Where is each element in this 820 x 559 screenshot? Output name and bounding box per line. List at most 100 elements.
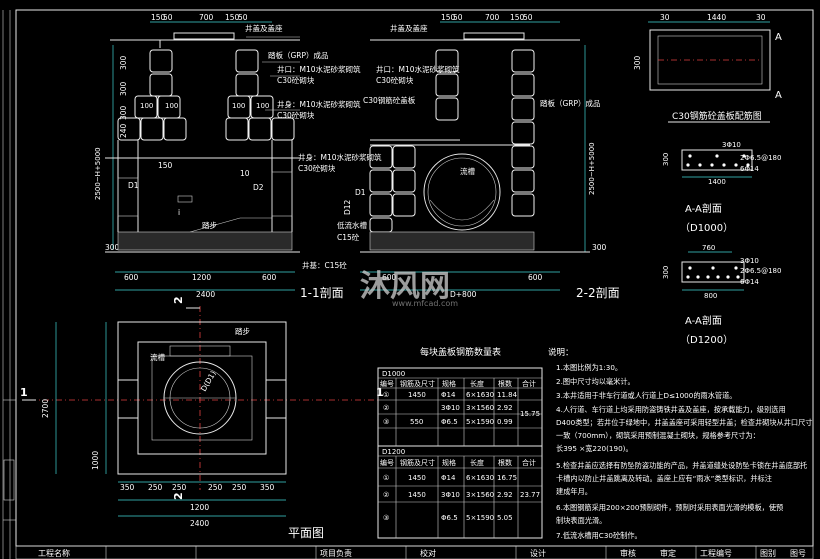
s2-label-bed: 低流水槽 bbox=[337, 220, 367, 230]
slab-dim-1: 1440 bbox=[707, 13, 726, 22]
note-line-11: 制块表面光滑。 bbox=[556, 516, 606, 525]
s2-label-frame: 井盖及盖座 bbox=[390, 23, 428, 33]
s1-botdim-0: 600 bbox=[124, 273, 139, 282]
aa2-width: 800 bbox=[704, 292, 717, 300]
rebar-h-0: 编号 bbox=[380, 379, 394, 388]
r2-0-shape: 1450 bbox=[408, 474, 426, 482]
note-line-9: 建成年月。 bbox=[556, 487, 592, 496]
tb-review: 审核 bbox=[620, 548, 636, 558]
slab-side-dim: 300 bbox=[633, 55, 642, 70]
rebar-h-5: 合计 bbox=[522, 379, 536, 388]
r1-1-len: 3×1560 bbox=[466, 404, 494, 412]
r1-0-wt: 11.84 bbox=[497, 391, 518, 399]
slab-mark-bottom: A bbox=[775, 90, 782, 101]
r1-0-shape: 1450 bbox=[408, 391, 426, 399]
notes-title: 说明： bbox=[548, 347, 574, 358]
note-line-6: 长395 ×宽220(190)。 bbox=[556, 444, 633, 453]
s2-title: 2-2剖面 bbox=[576, 286, 620, 300]
s2-side-d1: D1 bbox=[355, 188, 366, 197]
s1-inner-3: 100 bbox=[256, 102, 269, 110]
notes: 说明： 1.本图比例为1:30。 2.图中尺寸均以毫米计。 3.本井适用于非车行… bbox=[548, 347, 812, 540]
plan-botdim-1: 250 bbox=[148, 483, 163, 492]
r1-2-shape: 550 bbox=[410, 418, 423, 426]
drawing-frame bbox=[2, 9, 814, 559]
r2-0-wt: 16.75 bbox=[497, 474, 517, 482]
tb-no: 工程编号 bbox=[700, 548, 732, 558]
r2-1-spec: 3Φ10 bbox=[441, 491, 460, 499]
note-line-5: 一致（700mm），砌筑采用预制混凝土砌块，规格参考尺寸为： bbox=[556, 431, 760, 440]
s1-pipe-d2: D2 bbox=[253, 183, 264, 192]
note-line-10: 6.本图钢筋采用200×200预制砌件，预制时采用表面光滑的模板，使预 bbox=[556, 503, 783, 512]
watermark: 沐风网 www.mfcad.com bbox=[360, 269, 458, 308]
s1-inner-2: 100 bbox=[232, 102, 245, 110]
s1-topdim-4: 50 bbox=[238, 13, 248, 22]
s1-label-mouth1: 井口：M10水泥砂浆砌筑 bbox=[277, 64, 361, 74]
rebar-h-4: 根数 bbox=[498, 379, 512, 388]
title-block: 工程名称 项目负责 校对 设计 审核 审定 工程编号 图别 图号 bbox=[38, 548, 806, 558]
tb-design: 设计 bbox=[530, 548, 546, 558]
r1-1-spec: 3Φ10 bbox=[441, 404, 460, 412]
rebar2-h-0: 编号 bbox=[380, 458, 394, 467]
r2-1-no: ② bbox=[383, 491, 389, 499]
s1-label-bottom: 井基：C15砼 bbox=[302, 260, 347, 270]
r2-2-spec: Φ6.5 bbox=[441, 514, 458, 522]
r2-0-no: ① bbox=[383, 474, 389, 482]
r2-2-wt: 5.05 bbox=[497, 514, 513, 522]
s1-label-mouth2: C30砼砌块 bbox=[277, 75, 315, 85]
r2-2-no: ③ bbox=[383, 514, 389, 522]
plan-view: 踏步 流槽 D(D1) 2700 1000 2 1 2 1 350 250 25… bbox=[20, 296, 384, 540]
s2-label-body1: 井身：M10水泥砂浆砌筑 bbox=[298, 152, 382, 162]
s1-topdim-3: 150 bbox=[225, 13, 240, 22]
aa2-subtitle: （D1200） bbox=[680, 334, 733, 346]
s2-label-mouth2: C30砼砌块 bbox=[376, 75, 414, 85]
aa1-bar-1: 2Φ6.5@180 bbox=[740, 154, 781, 162]
aa2-title: A-A剖面 bbox=[685, 314, 722, 327]
plan-botdim-4: 250 bbox=[232, 483, 247, 492]
s2-side-d12: D12 bbox=[343, 199, 352, 215]
s1-pipe-10: 10 bbox=[240, 169, 250, 178]
r1-0-spec: Φ14 bbox=[441, 391, 456, 399]
r2-1-shape: 1450 bbox=[408, 491, 426, 499]
plan-leftdim-0: 2700 bbox=[41, 399, 50, 418]
aa2-bar-0: 3Φ10 bbox=[740, 257, 759, 265]
watermark-logo: 沐风网 bbox=[360, 269, 450, 304]
plan-botdim-5: 350 bbox=[260, 483, 275, 492]
plan-leftdim-1: 1000 bbox=[91, 451, 100, 470]
s1-pipe-300: 300 bbox=[105, 243, 120, 252]
slab-plan-title: C30钢筋砼盖板配筋图 bbox=[672, 110, 762, 122]
rebar2-h-3: 长度 bbox=[470, 458, 484, 467]
s1-topdim-1: 50 bbox=[163, 13, 173, 22]
r1-1-wt: 2.92 bbox=[497, 404, 513, 412]
r1-2-spec: Φ6.5 bbox=[441, 418, 458, 426]
aa2-top: 760 bbox=[702, 244, 715, 252]
plan-botdim-0: 350 bbox=[120, 483, 135, 492]
s2-total: D+800 bbox=[450, 290, 477, 299]
watermark-url: www.mfcad.com bbox=[392, 299, 458, 308]
tb-lead: 项目负责 bbox=[320, 548, 352, 558]
plan-mark-right: 1 bbox=[376, 386, 384, 399]
plan-mark-left: 1 bbox=[20, 386, 28, 399]
rebar2-h-2: 规格 bbox=[442, 458, 456, 467]
rebar-group2: D1200 bbox=[382, 448, 405, 456]
slab-mark-top: A bbox=[775, 32, 782, 43]
note-line-8: 卡槽内以防止井盖跳离及转动。盖座上应有“雨水”类型标识，并标注 bbox=[556, 474, 772, 483]
r1-2-wt: 0.99 bbox=[497, 418, 513, 426]
s1-label-body1: 井身：M10水泥砂浆砌筑 bbox=[277, 99, 361, 109]
tb-sheet: 图号 bbox=[790, 549, 806, 558]
rebar-h-1: 钢筋及尺寸 bbox=[400, 379, 435, 388]
aa1-subtitle: （D1000） bbox=[680, 222, 733, 234]
s2-side-300: 300 bbox=[592, 243, 607, 252]
s1-botdim-1: 1200 bbox=[192, 273, 211, 282]
rebar-table-title: 每块盖板钢筋数量表 bbox=[420, 346, 501, 358]
s2-label-flow: 流槽 bbox=[460, 166, 475, 176]
aa1-bar-0: 3Φ10 bbox=[722, 141, 741, 149]
rebar2-h-1: 钢筋及尺寸 bbox=[400, 458, 435, 467]
rebar-h-2: 规格 bbox=[442, 379, 456, 388]
s2-label-base: C15砼 bbox=[337, 232, 360, 242]
s1-label-body2: C30砼砌块 bbox=[277, 110, 315, 120]
r1-0-len: 6×1630 bbox=[466, 391, 494, 399]
s2-label-slab: C30钢筋砼盖板 bbox=[363, 95, 416, 105]
s1-topdim-2: 700 bbox=[199, 13, 214, 22]
